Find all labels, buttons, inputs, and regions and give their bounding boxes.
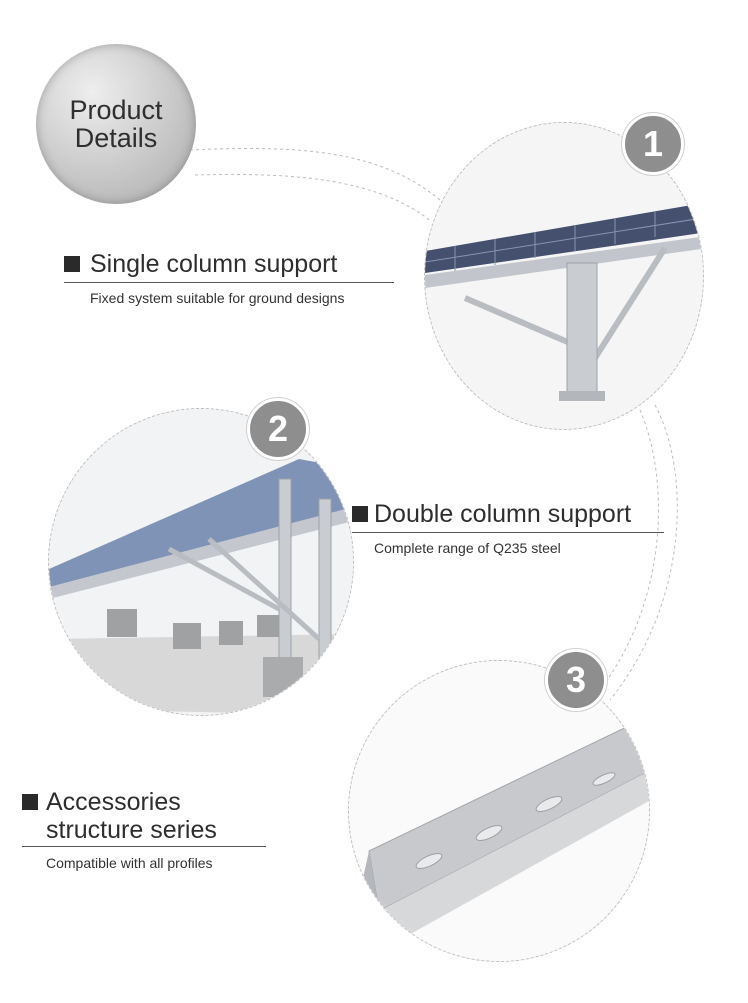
concrete-block: [219, 621, 243, 645]
section-2-heading-row: Double column support: [352, 500, 631, 528]
section-2-heading: Double column support: [374, 500, 632, 528]
section-2-subtitle: Complete range of Q235 steel: [374, 540, 561, 556]
connector-title-to-1: [189, 147, 441, 201]
section-3-heading-block: Accessories structure series: [22, 788, 217, 844]
section-3-heading-line-2: structure series: [46, 816, 217, 844]
connector-1-to-3-inner: [599, 409, 659, 691]
bullet-square: [64, 256, 80, 272]
section-1-rule: [64, 282, 394, 283]
concrete-block: [257, 615, 279, 637]
product-details-badge: Product Details: [36, 44, 196, 204]
section-1-subtitle: Fixed system suitable for ground designs: [90, 290, 345, 306]
section-2-number-badge: 2: [247, 398, 309, 460]
section-1-number-badge: 1: [622, 113, 684, 175]
title-line-2: Details: [74, 123, 158, 153]
connector-title-to-1-lower: [194, 173, 433, 223]
title-line-1: Product: [69, 95, 163, 125]
double-column-illustration: [49, 409, 353, 715]
section-3-heading-line-1: Accessories: [46, 788, 181, 816]
section-1-heading-row: Single column support: [64, 250, 337, 278]
concrete-block: [173, 623, 201, 649]
section-1-heading: Single column support: [90, 250, 338, 278]
double-column-photo: [48, 408, 354, 716]
concrete-block: [107, 609, 137, 637]
solar-panel: [49, 459, 353, 589]
connector-1-to-3: [609, 404, 678, 701]
section-3-number-badge: 3: [545, 649, 607, 711]
c-channel-illustration: [349, 661, 649, 961]
column-post-rear: [278, 478, 292, 665]
accessories-photo: [348, 660, 650, 962]
bullet-square: [352, 506, 368, 522]
section-2-rule: [352, 532, 664, 533]
section-3-rule: [22, 846, 266, 847]
bullet-square: [22, 794, 38, 810]
section-3-subtitle: Compatible with all profiles: [46, 855, 213, 871]
column-post: [566, 262, 598, 399]
